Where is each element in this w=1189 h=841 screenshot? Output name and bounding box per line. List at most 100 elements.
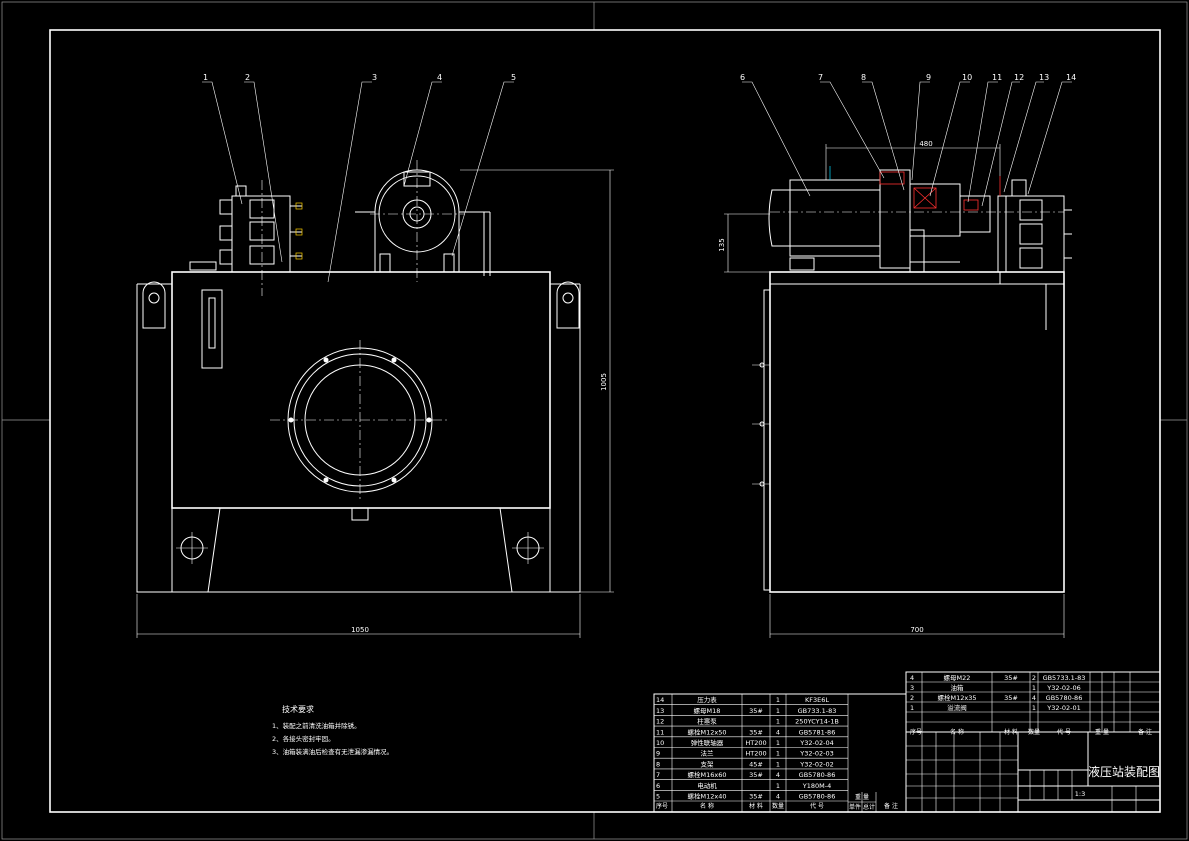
parts-left-cell-qty: 1 [776, 696, 780, 704]
parts-right-cell-qty: 2 [1032, 674, 1036, 682]
parts-right-cell-code: GB5733.1-83 [1043, 674, 1086, 682]
front-height-dim: 1005 [600, 373, 608, 391]
parts-left-cell-qty: 4 [776, 793, 780, 801]
parts-left-cell-material: 35# [749, 793, 763, 801]
parts-left-cell-no: 12 [656, 718, 664, 726]
part-label-1: 1 [203, 73, 208, 82]
part-label-7: 7 [818, 73, 823, 82]
parts-right-cell-name: 螺栓M12x35 [938, 693, 977, 702]
part-label-2: 2 [245, 73, 250, 82]
technical-notes: 技术要求 1、装配之前清洗油箱并除锈。 2、各接头密封牢固。 3、油箱装满油后检… [272, 704, 393, 756]
part-label-13: 13 [1039, 73, 1049, 82]
parts-left-header-material: 材 料 [749, 802, 763, 810]
parts-right-cell-name: 螺母M22 [944, 673, 971, 682]
parts-left-header-qty: 数量 [772, 802, 784, 810]
parts-right-cell-qty: 1 [1032, 704, 1036, 712]
parts-left-cell-code: Y32-02-03 [799, 750, 833, 758]
parts-left-cell-name: 螺栓M16x60 [688, 770, 727, 779]
parts-left-cell-code: GB5780-86 [799, 793, 836, 801]
parts-left-cell-qty: 1 [776, 718, 780, 726]
parts-right-cell-code: Y32-02-01 [1046, 704, 1080, 712]
parts-right-cell-no: 2 [910, 694, 914, 702]
part-label-12: 12 [1014, 73, 1024, 82]
side-small-dim: 135 [718, 238, 726, 251]
drawing-title: 液压站装配图 [1088, 764, 1160, 779]
side-leaders [742, 81, 1072, 207]
parts-right-cell-qty: 4 [1032, 694, 1036, 702]
title-block: 液压站装配图 1:3 [905, 731, 1161, 813]
parts-left-header-total_weight: 总计 [863, 803, 875, 811]
parts-left-cell-code: Y32-02-02 [799, 760, 833, 768]
parts-left-cell-code: GB5780-86 [799, 771, 836, 779]
part-label-4: 4 [437, 73, 442, 82]
parts-left-cell-qty: 1 [776, 782, 780, 790]
parts-left-header-unit_weight: 单件 [849, 803, 861, 811]
parts-left-cell-no: 6 [656, 782, 660, 790]
parts-left-cell-no: 11 [656, 728, 664, 736]
parts-left-cell-qty: 4 [776, 728, 780, 736]
parts-left-cell-qty: 4 [776, 771, 780, 779]
notes-title: 技术要求 [282, 704, 314, 714]
parts-left-cell-name: 螺母M18 [694, 706, 721, 715]
parts-left-cell-name: 压力表 [697, 695, 717, 704]
parts-left-header-remark: 备 注 [884, 802, 898, 810]
scale-value: 1:3 [1075, 790, 1085, 798]
parts-left-cell-name: 螺栓M12x50 [688, 727, 727, 736]
part-label-5: 5 [511, 73, 516, 82]
parts-right-cell-material: 35# [1004, 674, 1018, 682]
parts-left-cell-code: Y180M-4 [802, 782, 831, 790]
parts-left-header-weight: 重 量 [855, 793, 869, 801]
parts-left-cell-qty: 1 [776, 707, 780, 715]
part-label-14: 14 [1066, 73, 1076, 82]
parts-right-cell-no: 3 [910, 684, 914, 692]
parts-right-cell-no: 1 [910, 704, 914, 712]
parts-left-header-code: 代 号 [810, 802, 824, 810]
parts-left-cell-code: KF3E6L [805, 696, 829, 704]
side-top-dim: 480 [919, 140, 932, 148]
parts-left-cell-material: 35# [749, 728, 763, 736]
part-label-6: 6 [740, 73, 745, 82]
parts-left-cell-qty: 1 [776, 739, 780, 747]
parts-left-header-name: 名 称 [700, 802, 714, 810]
parts-left-cell-name: 柱塞泵 [697, 717, 717, 726]
part-label-10: 10 [962, 73, 972, 82]
parts-left-cell-material: 35# [749, 707, 763, 715]
parts-left-cell-material: 45# [749, 760, 763, 768]
note-item-2: 2、各接头密封牢固。 [272, 734, 335, 743]
parts-right-cell-material: 35# [1004, 694, 1018, 702]
parts-right-cell-code: GB5780-86 [1046, 694, 1083, 702]
part-label-9: 9 [926, 73, 931, 82]
parts-left-cell-name: 电动机 [697, 781, 717, 790]
parts-left-cell-material: HT200 [745, 750, 766, 758]
parts-left-cell-code: Y32-02-04 [799, 739, 833, 747]
note-item-1: 1、装配之前清洗油箱并除锈。 [272, 721, 361, 730]
parts-left-cell-no: 7 [656, 771, 660, 779]
parts-right-cell-name: 溢流阀 [947, 703, 967, 712]
side-width-dim: 700 [910, 626, 923, 634]
parts-left-cell-name: 弹性联轴器 [691, 738, 724, 747]
parts-left-cell-name: 螺栓M12x40 [688, 792, 727, 801]
parts-right-cell-name: 油箱 [951, 683, 965, 692]
parts-left-cell-no: 13 [656, 707, 664, 715]
parts-left-cell-no: 8 [656, 760, 660, 768]
parts-left-cell-code: GB733.1-83 [798, 707, 837, 715]
parts-left-cell-no: 14 [656, 696, 664, 704]
part-label-3: 3 [372, 73, 377, 82]
side-view: 480 135 700 [718, 140, 1072, 638]
parts-left-cell-code: 250YCY14-1B [795, 718, 839, 726]
parts-left-cell-code: GB5781-86 [799, 728, 836, 736]
parts-left-header-no: 序号 [656, 802, 668, 810]
parts-left-cell-qty: 1 [776, 760, 780, 768]
front-view: 1005 1050 [136, 160, 614, 638]
parts-left-cell-material: 35# [749, 771, 763, 779]
front-width-dim: 1050 [351, 626, 369, 634]
part-label-8: 8 [861, 73, 866, 82]
parts-left-cell-material: HT200 [745, 739, 766, 747]
parts-left-cell-qty: 1 [776, 750, 780, 758]
parts-left-cell-no: 9 [656, 750, 660, 758]
parts-left-cell-name: 法兰 [701, 749, 715, 758]
